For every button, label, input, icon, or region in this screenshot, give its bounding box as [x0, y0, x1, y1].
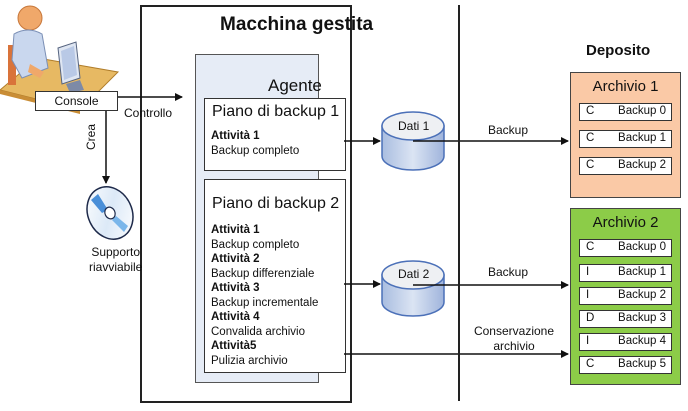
- backup-plan-2: Piano di backup 2 Attività 1 Backup comp…: [204, 179, 346, 373]
- archive-2: Archivio 2 C Backup 0 I Backup 1 I Backup 2…: [570, 208, 681, 385]
- task-name: Attività 1: [211, 224, 260, 236]
- backup-type: D: [586, 312, 595, 324]
- control-label: Controllo: [124, 106, 173, 120]
- backup-type: C: [586, 358, 595, 370]
- task-desc: Backup completo: [211, 144, 300, 157]
- managed-machine-title: Macchina gestita: [220, 14, 374, 35]
- backup-name: Backup 5: [618, 358, 666, 370]
- backup-item: I Backup 1: [579, 264, 672, 282]
- backup-item: D Backup 3: [579, 310, 672, 328]
- backup-type: I: [586, 266, 590, 278]
- bootable-media-icon: [86, 186, 134, 240]
- task-desc: Convalida archivio: [211, 325, 305, 338]
- backup-name: Backup 0: [618, 105, 666, 117]
- backup-name: Backup 0: [618, 241, 666, 253]
- backup1-label: Backup: [488, 123, 529, 137]
- backup-item: C Backup 0: [579, 103, 672, 121]
- backup-type: C: [586, 159, 595, 171]
- task-desc: Backup completo: [211, 238, 300, 251]
- backup-plan-1: Piano di backup 1 Attività 1 Backup comp…: [204, 98, 346, 171]
- backup-type: C: [586, 241, 595, 253]
- task-name: Attività 3: [211, 282, 260, 294]
- task-desc: Backup differenziale: [211, 267, 315, 280]
- backup-type: C: [586, 132, 595, 144]
- bootable-media-label: Supporto riavviabile: [89, 245, 142, 275]
- task-name: Attività5: [211, 340, 257, 352]
- backup-type: C: [586, 105, 595, 117]
- backup-item: C Backup 2: [579, 157, 672, 175]
- retention-label: Conservazione archivio: [464, 324, 564, 354]
- create-label: Crea: [84, 123, 98, 150]
- data1-disk-icon: [381, 111, 445, 171]
- media-line2: riavviabile: [89, 260, 143, 274]
- task-list: Attività 1 Backup completo: [211, 129, 299, 158]
- console-label: Console: [35, 91, 118, 111]
- task-name: Attività 4: [211, 311, 260, 323]
- data2-label: Dati 2: [398, 267, 430, 281]
- task-desc: Backup incrementale: [211, 296, 319, 309]
- backup-name: Backup 4: [618, 335, 666, 347]
- backup-name: Backup 1: [618, 266, 666, 278]
- archive-1: Archivio 1 C Backup 0 C Backup 1 C Backup 2: [570, 72, 681, 198]
- backup-item: I Backup 2: [579, 287, 672, 305]
- backup2-label: Backup: [488, 265, 529, 279]
- task-list: Attività 1 Backup completo Attività 2 Ba…: [211, 223, 318, 368]
- plan-title: Piano di backup 1: [212, 103, 340, 120]
- agent-title: Agente: [268, 76, 322, 95]
- backup-name: Backup 1: [618, 132, 666, 144]
- archive-title: Archivio 2: [592, 214, 659, 231]
- task-name: Attività 1: [211, 130, 260, 142]
- vault-title: Deposito: [586, 42, 651, 59]
- managed-machine-border: [458, 5, 460, 401]
- backup-item: C Backup 5: [579, 356, 672, 374]
- backup-type: I: [586, 289, 590, 301]
- task-desc: Pulizia archivio: [211, 354, 288, 367]
- backup-item: C Backup 0: [579, 239, 672, 257]
- backup-item: C Backup 1: [579, 130, 672, 148]
- backup-name: Backup 2: [618, 159, 666, 171]
- retention-line2: archivio: [493, 339, 535, 353]
- data1-label: Dati 1: [398, 119, 430, 133]
- media-line1: Supporto: [91, 245, 141, 259]
- backup-name: Backup 3: [618, 312, 666, 324]
- task-name: Attività 2: [211, 253, 260, 265]
- backup-item: I Backup 4: [579, 333, 672, 351]
- backup-name: Backup 2: [618, 289, 666, 301]
- archive-title: Archivio 1: [592, 78, 659, 95]
- backup-type: I: [586, 335, 590, 347]
- retention-line1: Conservazione: [473, 324, 555, 338]
- plan-title: Piano di backup 2: [212, 195, 340, 212]
